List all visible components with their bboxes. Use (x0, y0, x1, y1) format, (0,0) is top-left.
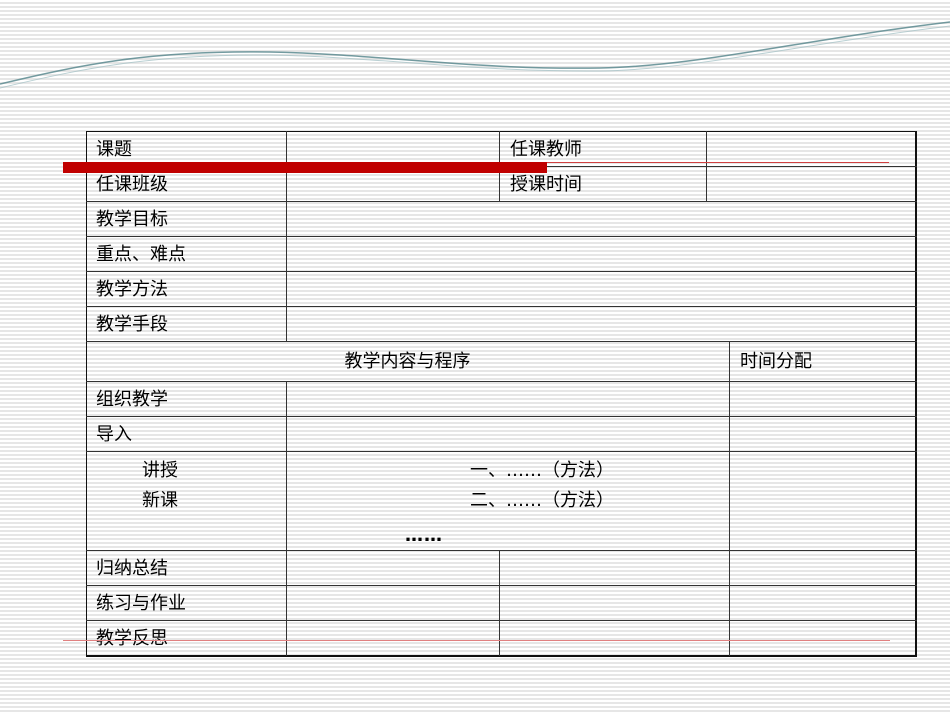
step-1-text: 一、……（方法） (470, 460, 614, 481)
row-divider (86, 341, 917, 342)
red-accent-line-bottom (63, 640, 890, 641)
col-divider (706, 131, 707, 202)
table-frame (86, 131, 917, 657)
col-divider (729, 341, 730, 656)
label-teacher: 任课教师 (510, 138, 582, 160)
label-homework: 练习与作业 (96, 592, 186, 614)
row-divider (86, 271, 917, 272)
label-key-points: 重点、难点 (96, 243, 186, 265)
row-divider (86, 416, 917, 417)
label-objectives: 教学目标 (96, 208, 168, 230)
row-divider (86, 306, 917, 307)
col-divider (286, 381, 287, 656)
header-time-allocation: 时间分配 (740, 351, 812, 372)
red-accent-bar (63, 162, 547, 173)
step-2-text: 二、……（方法） (470, 490, 614, 511)
row-divider (86, 236, 917, 237)
row-divider (86, 620, 917, 621)
label-intro: 导入 (96, 423, 132, 445)
label-organize: 组织教学 (96, 388, 168, 410)
label-time: 授课时间 (510, 173, 582, 195)
red-accent-line (547, 162, 889, 163)
label-methods: 教学方法 (96, 278, 168, 300)
header-content: 教学内容与程序 (344, 351, 471, 372)
label-new-lesson-line1: 讲授 (142, 460, 178, 481)
row-divider (86, 585, 917, 586)
label-means: 教学手段 (96, 313, 168, 335)
row-divider (86, 451, 917, 452)
label-new-lesson-line2: 新课 (142, 490, 178, 511)
col-divider (499, 550, 500, 656)
row-divider (86, 201, 917, 202)
row-divider (86, 550, 917, 551)
label-class: 任课班级 (96, 173, 168, 195)
label-summary: 归纳总结 (96, 557, 168, 579)
label-title: 课题 (96, 138, 132, 160)
continuation-ellipsis: …… (405, 525, 443, 546)
col-divider (286, 131, 287, 342)
decorative-wave (0, 21, 950, 89)
row-divider (86, 381, 917, 382)
label-reflection: 教学反思 (96, 627, 168, 649)
